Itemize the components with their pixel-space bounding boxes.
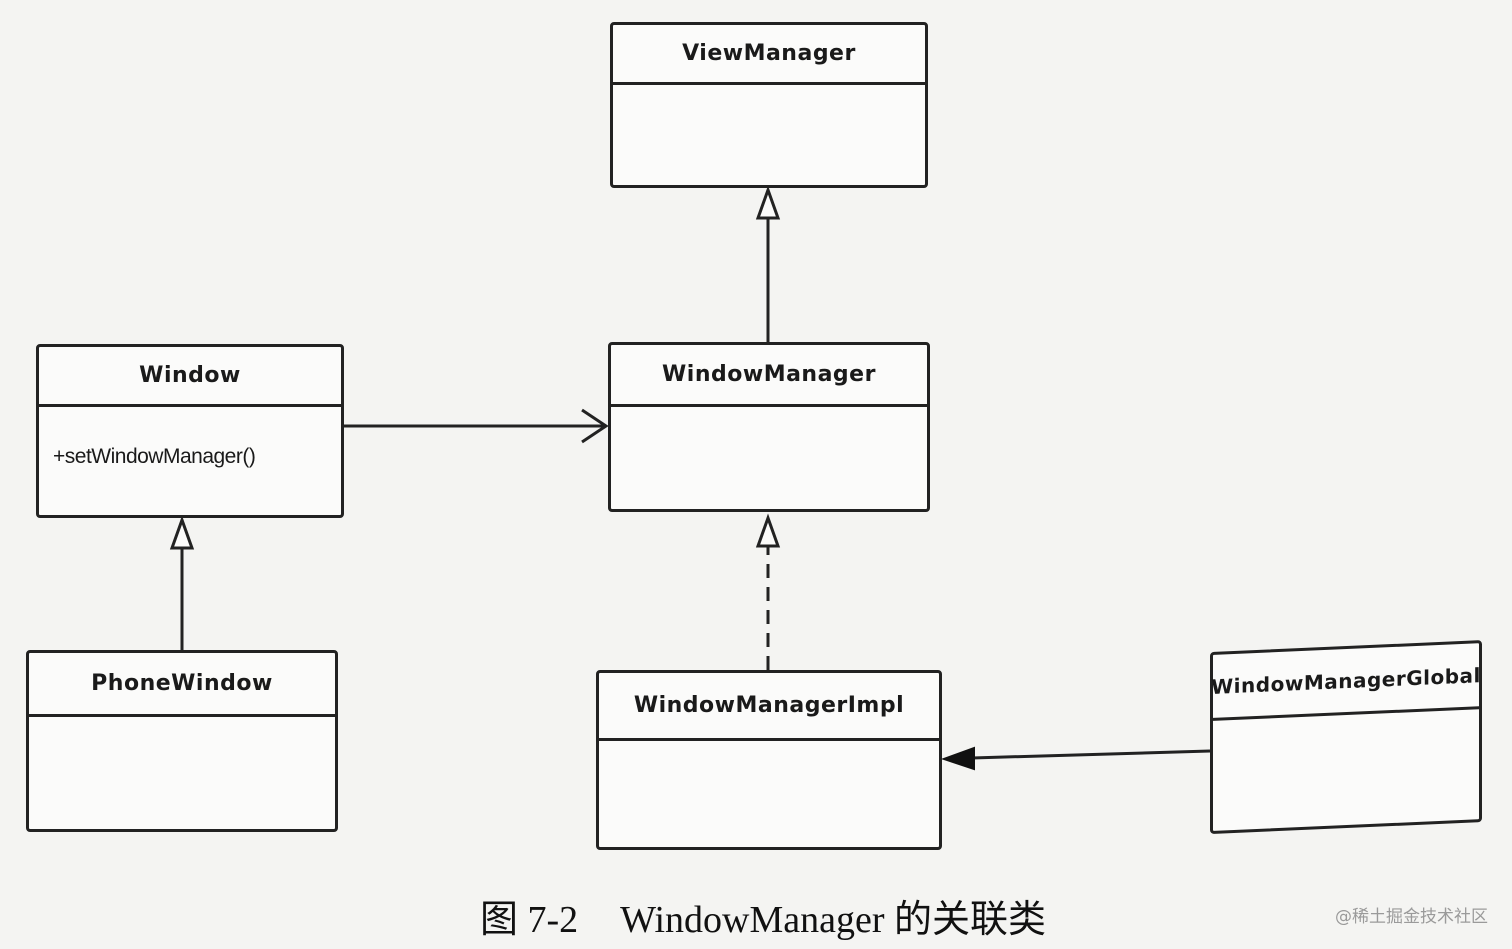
class-name: WindowManager: [611, 345, 927, 407]
figure-caption: 图 7-2 WindowManager 的关联类: [480, 888, 1046, 943]
open-arrowhead: [581, 408, 609, 444]
class-name: ViewManager: [613, 25, 925, 85]
class-viewmanager: ViewManager: [610, 22, 928, 188]
watermark: @稀土掘金技术社区: [1335, 907, 1488, 927]
class-window: Window +setWindowManager(): [36, 344, 344, 518]
class-name: WindowManagerGlobal: [1211, 643, 1481, 721]
figure-number: 图 7-2: [480, 899, 579, 941]
class-windowmanagerglobal: WindowManagerGlobal: [1210, 640, 1482, 834]
class-windowmanagerimpl: WindowManagerImpl: [596, 670, 942, 850]
figure-title: WindowManager 的关联类: [620, 899, 1047, 941]
filled-arrowhead: [940, 746, 975, 771]
method-setwindowmanager: +setWindowManager(): [53, 445, 256, 468]
class-windowmanager: WindowManager: [608, 342, 930, 512]
class-name: WindowManagerImpl: [599, 673, 939, 741]
class-phonewindow: PhoneWindow: [26, 650, 338, 832]
class-name: PhoneWindow: [29, 653, 335, 717]
edge-windowmanagerglobal-windowmanagerimpl: [971, 749, 1211, 760]
hollow-triangle-arrowhead: [755, 513, 781, 548]
class-name: Window: [39, 347, 341, 407]
hollow-triangle-arrowhead: [755, 185, 781, 220]
hollow-triangle-arrowhead: [169, 515, 195, 550]
